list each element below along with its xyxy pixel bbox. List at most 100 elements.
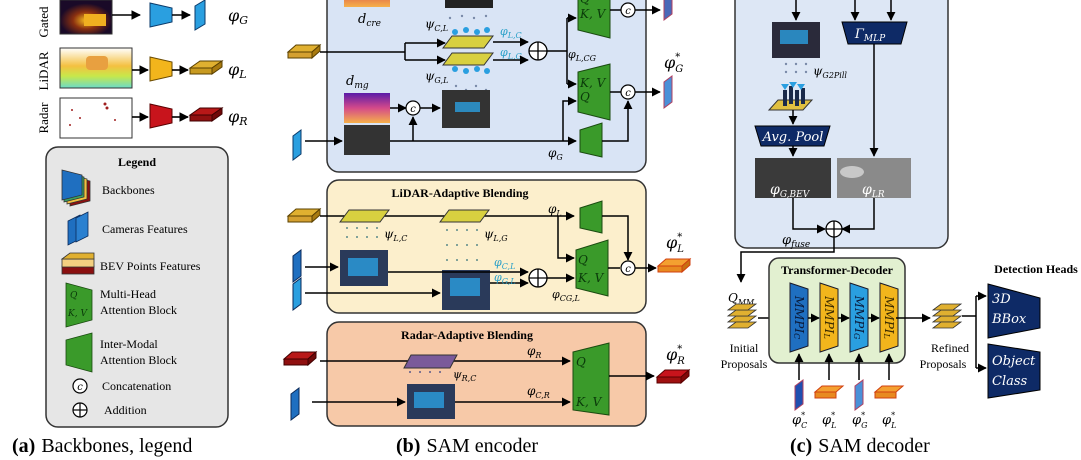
inter-modal-attention-block xyxy=(579,122,603,158)
bev-fusion-block-bg xyxy=(734,0,949,249)
decoder-input-label: φ*C xyxy=(792,411,807,430)
avg-pool-label: Avg. Pool xyxy=(762,130,824,145)
d-cre-image xyxy=(344,0,390,7)
camera-feature-icon xyxy=(794,379,804,411)
gated-feature-input-icon xyxy=(292,129,302,161)
radar-label: Radar xyxy=(36,102,51,134)
svg-text:Q: Q xyxy=(70,291,78,301)
head-object-class: Object Class xyxy=(987,343,1041,399)
addition-icon xyxy=(825,220,843,238)
decoder-input-label: φ*L xyxy=(882,411,896,430)
decoder-input-label: φ*L xyxy=(822,411,836,430)
radar-adaptive-blending: Radar-Adaptive Blending ψR,C φR φC,R Q K… xyxy=(282,321,691,427)
svg-text:c: c xyxy=(625,264,631,275)
kv-label: K, V xyxy=(579,76,607,90)
legend-label: Cameras Features xyxy=(102,222,188,236)
legend-label: Multi-Head xyxy=(100,287,156,301)
inter-modal-attention-block xyxy=(579,200,603,234)
radar-backbone-icon xyxy=(149,103,173,129)
mmpi-block xyxy=(789,282,809,353)
phi-lr-label: φLR xyxy=(862,182,885,200)
legend-label: Attention Block xyxy=(100,353,177,367)
backbones-icon xyxy=(61,169,91,207)
radar-block-title: Radar-Adaptive Blending xyxy=(401,328,533,342)
phi-l-label: φL xyxy=(228,60,247,81)
psi-lc-label: ψL,C xyxy=(384,227,407,243)
phi-cgl-label: φCG,L xyxy=(552,288,580,303)
lidar-backbone-icon xyxy=(149,56,173,82)
psi-cl-label: ψC,L xyxy=(425,17,448,33)
addition-icon xyxy=(528,268,548,288)
mmpi-label: MMPIC xyxy=(792,295,807,340)
head-label: Object xyxy=(992,354,1036,369)
legend-label: Inter-Modal xyxy=(100,337,158,351)
phi-r-star-feature-icon xyxy=(655,368,691,385)
gamma-mlp-block xyxy=(841,21,908,45)
depth-image xyxy=(344,93,390,123)
kv-label: K, V xyxy=(577,271,605,285)
concatenation-icon: c xyxy=(620,2,636,18)
attention-block-top xyxy=(577,0,611,39)
camera-output-feature-icon xyxy=(663,0,673,21)
legend-item-addition: Addition xyxy=(72,402,147,418)
legend-item-inter-modal-attention: Inter-Modal Attention Block xyxy=(65,332,177,373)
phi-lg-label: φL,G xyxy=(500,46,523,61)
phi-r-label: φR xyxy=(527,344,541,360)
concatenation-icon: c xyxy=(405,100,421,116)
panel-b-sam-encoder: dcre ψC,L ψG,L xyxy=(282,0,692,457)
concatenation-icon: c xyxy=(72,378,88,394)
multi-head-attention-block xyxy=(575,239,609,297)
refined-proposals-label: Refined xyxy=(931,341,969,355)
bev-plane-gated xyxy=(442,52,494,66)
initial-proposals-label: Proposals xyxy=(721,357,768,371)
d-mg-label: dmg xyxy=(346,74,369,91)
lidar-image-car xyxy=(86,56,108,70)
lidar-feature-icon xyxy=(813,385,845,399)
svg-text:c: c xyxy=(625,6,631,17)
attention-block-bottom xyxy=(577,63,611,121)
camera-features-icon xyxy=(67,211,89,246)
phi-cl-label: φC,L xyxy=(494,256,515,271)
pillar-icon xyxy=(767,82,814,111)
q-label: Q xyxy=(576,355,586,369)
legend: Legend Backbones Cameras Features xyxy=(45,146,229,428)
lidar-row: LiDAR φL xyxy=(36,47,247,91)
kv-label: K, V xyxy=(579,7,607,21)
camera-feature-input-icon xyxy=(290,387,300,421)
lidar-radar-feature-map xyxy=(837,158,911,198)
svg-text:K, V: K, V xyxy=(67,309,88,319)
multi-head-attention-icon: Q K, V xyxy=(65,282,93,328)
phi-g-bev-label: φG,BEV xyxy=(770,182,811,200)
psi-g2pill-label: ψG2Pill xyxy=(813,64,847,80)
initial-proposals-icon xyxy=(726,303,758,329)
radar-feature-input xyxy=(282,350,318,367)
phi-fuse-label: φfuse xyxy=(782,233,810,250)
phi-l-label: φL xyxy=(548,202,562,218)
detection-heads-title: Detection Heads xyxy=(994,262,1078,276)
gated-feature-input-icon xyxy=(292,277,302,311)
legend-label: BEV Points Features xyxy=(100,259,201,273)
decoder-input-label: φ*G xyxy=(852,411,868,430)
bev-plane-lidar-camera xyxy=(339,209,390,223)
gated-input-image xyxy=(344,125,390,155)
psi-rc-label: ψR,C xyxy=(453,368,476,383)
svg-text:c: c xyxy=(77,382,83,393)
multi-head-attention-block xyxy=(572,342,610,416)
head-label: Class xyxy=(992,374,1028,389)
transformer-decoder-title: Transformer-Decoder xyxy=(781,263,894,277)
phi-gl-label: φG,L xyxy=(494,271,516,286)
caption-a: (a)Backbones, legend xyxy=(12,435,192,457)
legend-label: Addition xyxy=(104,403,147,417)
gamma-mlp-label: ΓMLP xyxy=(854,27,886,44)
head-label: 3D xyxy=(992,292,1011,307)
mmpi-label: MMPIG xyxy=(852,295,867,340)
concatenation-icon: c xyxy=(620,260,636,276)
q-label: Q xyxy=(580,0,590,6)
gated-label: Gated xyxy=(36,6,51,38)
head-3d-bbox: 3D BBox xyxy=(987,283,1041,339)
legend-item-bev-points-features: BEV Points Features xyxy=(60,252,201,275)
lidar-block-title: LiDAR-Adaptive Blending xyxy=(391,186,528,200)
gated-feature-icon xyxy=(854,379,864,411)
camera-image-top xyxy=(445,0,493,8)
